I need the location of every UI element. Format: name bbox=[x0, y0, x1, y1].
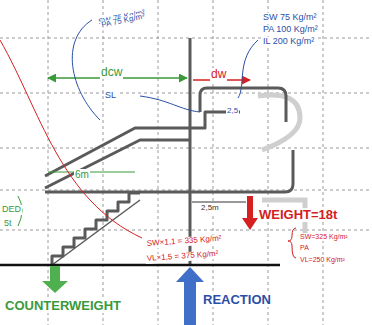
dimension-label: dw bbox=[210, 68, 227, 81]
grid-line bbox=[0, 230, 372, 231]
stair bbox=[52, 193, 140, 265]
grid-line bbox=[158, 0, 159, 325]
load-note: PA bbox=[299, 244, 310, 252]
structure bbox=[45, 38, 293, 265]
load-note: SL bbox=[104, 91, 117, 101]
load-note: PA 75 Kg/m² bbox=[100, 12, 147, 30]
reaction-arrow bbox=[176, 267, 204, 325]
load-note: SW×1,1 = 335 Kg/m² bbox=[146, 235, 223, 249]
leader-line bbox=[238, 40, 258, 98]
arrow-head bbox=[242, 218, 258, 230]
load-note: VL×1,5 = 375 Kg/m² bbox=[146, 250, 220, 264]
counterweight-arrow bbox=[42, 266, 68, 293]
brace bbox=[288, 228, 296, 258]
handrail bbox=[200, 88, 286, 122]
stair-underside bbox=[52, 200, 140, 265]
grid-line bbox=[213, 0, 214, 325]
column bbox=[189, 38, 192, 265]
load-note: SW 75 Kg/m² bbox=[262, 13, 318, 23]
weight-label: WEIGHT=18t bbox=[258, 208, 338, 222]
counterweight-note: 5t bbox=[3, 219, 13, 229]
arrow-head bbox=[176, 267, 204, 282]
dimension-label: dcw bbox=[100, 66, 123, 79]
label-anchor: SW 75 Kg/m² bbox=[262, 6, 318, 24]
label-anchor: WEIGHT=18t bbox=[258, 205, 338, 223]
label-anchor: 6m bbox=[74, 164, 90, 182]
arrow-shaft bbox=[247, 196, 253, 218]
label-anchor: REACTION bbox=[202, 290, 272, 308]
grid-line bbox=[323, 0, 324, 325]
label-anchor: VL×1,5 = 375 Kg/m² bbox=[145, 242, 220, 265]
dimension-label: 2,5m bbox=[200, 204, 220, 213]
leader-line bbox=[140, 96, 200, 112]
label-anchor: dcw bbox=[100, 62, 123, 80]
label-anchor: PA 75 Kg/m² bbox=[98, 4, 147, 31]
dimension-label: 2,5 bbox=[226, 107, 239, 116]
arrow-shaft bbox=[50, 266, 60, 282]
label-anchor: COUNTERWEIGHT bbox=[4, 296, 122, 314]
label-anchor: dw bbox=[210, 64, 227, 82]
grid-line bbox=[0, 93, 372, 94]
load-note: SW=325 Kg/m² bbox=[299, 233, 349, 241]
dimension-label: 6m bbox=[74, 169, 90, 180]
label-anchor: SL bbox=[104, 84, 117, 102]
counterweight-label: COUNTERWEIGHT bbox=[4, 299, 122, 313]
lower-slab bbox=[45, 150, 293, 192]
label-anchor: 2,5 bbox=[226, 99, 239, 117]
ground-line bbox=[0, 264, 280, 267]
label-anchor: SW×1,1 = 335 Kg/m² bbox=[145, 227, 223, 250]
ghost-shape bbox=[258, 95, 300, 150]
weight-arrow bbox=[242, 196, 258, 230]
label-anchor: DED bbox=[1, 198, 22, 216]
upper-slab-underside bbox=[45, 140, 190, 188]
grid-line bbox=[0, 38, 372, 39]
span-dimension bbox=[48, 172, 135, 173]
counterweight-note: DED bbox=[1, 205, 22, 215]
label-anchor: SW=325 Kg/m² bbox=[299, 225, 349, 243]
leader-line bbox=[0, 40, 142, 238]
label-anchor: 2,5m bbox=[200, 196, 220, 214]
arrow-shaft bbox=[184, 281, 196, 325]
span-dimension bbox=[192, 202, 246, 203]
grid-line bbox=[0, 190, 372, 191]
leader-lines bbox=[72, 20, 258, 120]
grid-line bbox=[268, 0, 269, 325]
leader-line bbox=[72, 20, 100, 120]
reaction-label: REACTION bbox=[202, 293, 272, 307]
grid-line bbox=[48, 0, 49, 325]
grid-line bbox=[103, 0, 104, 325]
upper-slab bbox=[45, 112, 240, 176]
load-note: VL=250 Kg/m² bbox=[299, 256, 346, 264]
grid-line bbox=[0, 148, 372, 149]
arrow-head bbox=[42, 281, 68, 293]
load-note: IL 200 Kg/m² bbox=[262, 37, 315, 47]
load-note: PA 100 Kg/m² bbox=[262, 25, 319, 35]
